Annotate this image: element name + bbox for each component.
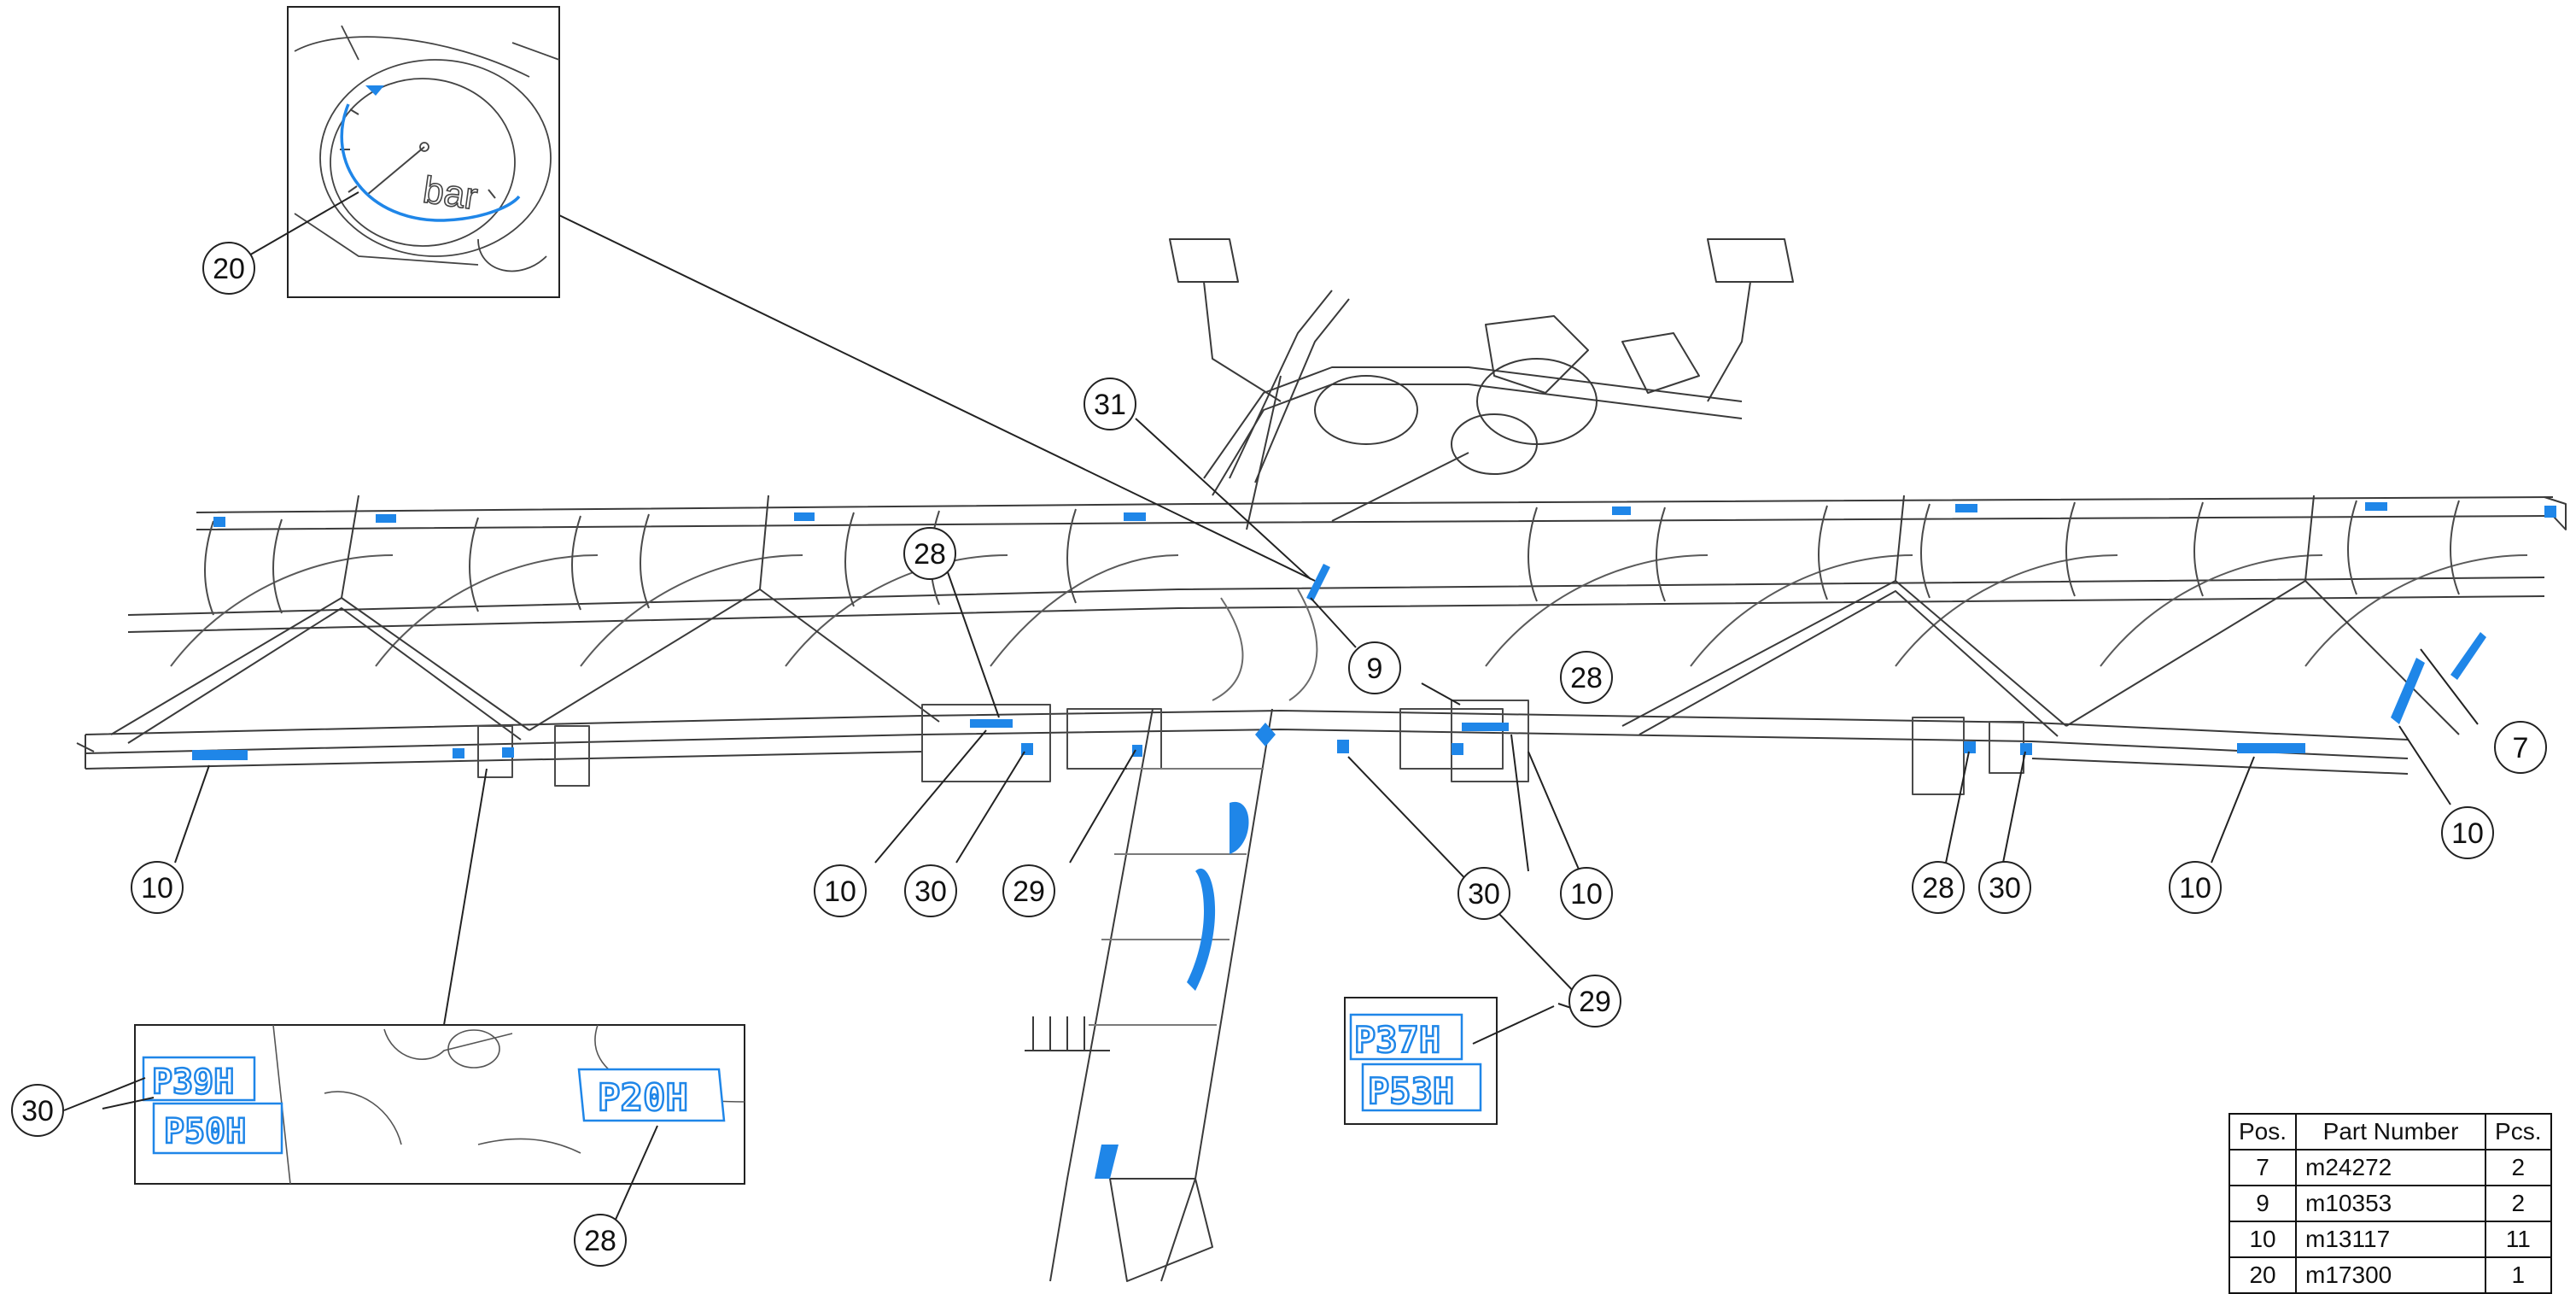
callout-10-e: 10 xyxy=(2441,806,2494,859)
callout-10-b: 10 xyxy=(814,864,867,917)
svg-text:10: 10 xyxy=(2179,872,2211,905)
callout-10-d: 10 xyxy=(2169,861,2222,914)
callout-10-a: 10 xyxy=(131,861,184,914)
cell-part-number: m10353 xyxy=(2295,1185,2487,1222)
table-row: 9 m10353 2 xyxy=(2228,1185,2552,1222)
decal-detail-inset-left: P39H P50H P20H xyxy=(134,1024,745,1185)
cell-part-number: m17300 xyxy=(2295,1256,2487,1294)
table-row: 7 m24272 2 xyxy=(2228,1149,2552,1186)
machine-frame-drawing xyxy=(76,238,2567,1282)
svg-text:30: 30 xyxy=(1989,872,2021,905)
parts-table: Pos. Part Number Pcs. 7 m24272 2 9 m1035… xyxy=(2228,1113,2552,1294)
callout-9: 9 xyxy=(1348,641,1401,694)
leader-lines xyxy=(63,191,2479,1222)
decal-p39h: P39H xyxy=(152,1063,234,1102)
cell-pos: 10 xyxy=(2228,1221,2298,1258)
callout-20-inset: 20 xyxy=(202,242,255,295)
decal-p37h: P37H xyxy=(1354,1019,1440,1061)
svg-text:10: 10 xyxy=(1570,878,1603,910)
svg-text:29: 29 xyxy=(1013,875,1045,908)
svg-text:28: 28 xyxy=(584,1225,616,1257)
svg-text:10: 10 xyxy=(824,875,856,908)
callout-30-c: 30 xyxy=(1978,861,2031,914)
cell-pos: 20 xyxy=(2228,1256,2298,1294)
callout-30-a: 30 xyxy=(904,864,957,917)
callout-31: 31 xyxy=(1084,378,1136,430)
cell-pcs: 2 xyxy=(2485,1149,2552,1186)
svg-text:30: 30 xyxy=(1468,878,1500,910)
decal-p20h: P20H xyxy=(598,1076,688,1120)
cell-pos: 7 xyxy=(2228,1149,2298,1186)
svg-text:20: 20 xyxy=(213,253,245,285)
cell-pcs: 11 xyxy=(2485,1221,2552,1258)
svg-text:29: 29 xyxy=(1579,986,1611,1018)
callout-7: 7 xyxy=(2494,721,2547,774)
parts-table-header-row: Pos. Part Number Pcs. xyxy=(2228,1113,2552,1151)
decal-markers xyxy=(192,502,2556,1179)
svg-text:31: 31 xyxy=(1094,389,1126,421)
decal-detail-inset-right: P37H P53H xyxy=(1344,997,1498,1125)
table-row: 20 m17300 1 xyxy=(2228,1256,2552,1294)
callout-29-a: 29 xyxy=(1002,864,1055,917)
callout-30-inset: 30 xyxy=(11,1084,64,1137)
svg-text:28: 28 xyxy=(1922,872,1954,905)
cell-part-number: m24272 xyxy=(2295,1149,2487,1186)
svg-text:7: 7 xyxy=(2513,732,2529,764)
gauge-detail-inset: bar xyxy=(287,6,560,298)
header-pcs: Pcs. xyxy=(2485,1113,2552,1151)
table-row: 10 m13117 11 xyxy=(2228,1221,2552,1258)
svg-text:30: 30 xyxy=(914,875,947,908)
svg-text:10: 10 xyxy=(141,872,173,905)
cell-part-number: m13117 xyxy=(2295,1221,2487,1258)
callout-bubbles: 20 31 28 9 28 7 10 10 xyxy=(11,242,2547,1267)
cell-pos: 9 xyxy=(2228,1185,2298,1222)
gauge-scale-arc xyxy=(340,103,521,222)
svg-text:30: 30 xyxy=(21,1095,54,1127)
callout-28-c: 28 xyxy=(1912,861,1965,914)
callout-29-inset: 29 xyxy=(1568,975,1621,1028)
svg-text:28: 28 xyxy=(1570,662,1603,694)
svg-text:10: 10 xyxy=(2451,817,2484,850)
callout-10-c: 10 xyxy=(1560,867,1613,920)
decal-p50h: P50H xyxy=(164,1112,246,1151)
gauge-unit-label: bar xyxy=(420,169,480,218)
cell-pcs: 2 xyxy=(2485,1185,2552,1222)
decal-p53h: P53H xyxy=(1368,1070,1454,1112)
header-pos: Pos. xyxy=(2228,1113,2298,1151)
callout-28-inset: 28 xyxy=(574,1214,627,1267)
callout-28-right: 28 xyxy=(1560,651,1613,704)
header-part-number: Part Number xyxy=(2295,1113,2487,1151)
cell-pcs: 1 xyxy=(2485,1256,2552,1294)
callout-30-b: 30 xyxy=(1457,867,1510,920)
svg-text:9: 9 xyxy=(1367,653,1383,685)
svg-text:28: 28 xyxy=(914,538,946,571)
callout-28-left: 28 xyxy=(903,527,956,580)
